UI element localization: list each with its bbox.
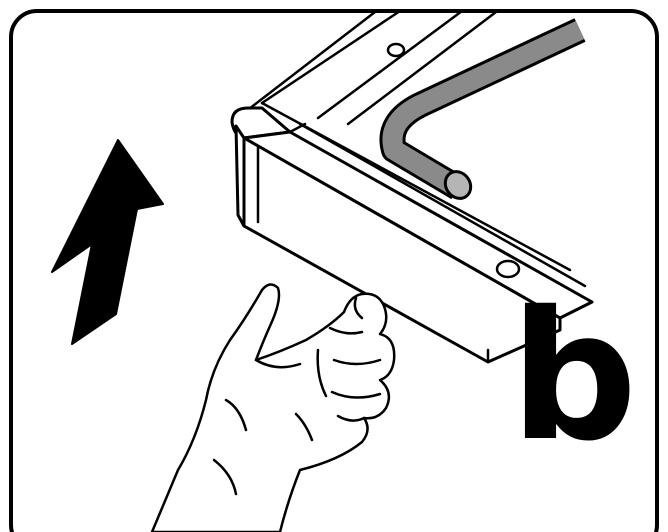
step-label: b: [510, 292, 630, 462]
screw-hole-top: [388, 44, 404, 56]
